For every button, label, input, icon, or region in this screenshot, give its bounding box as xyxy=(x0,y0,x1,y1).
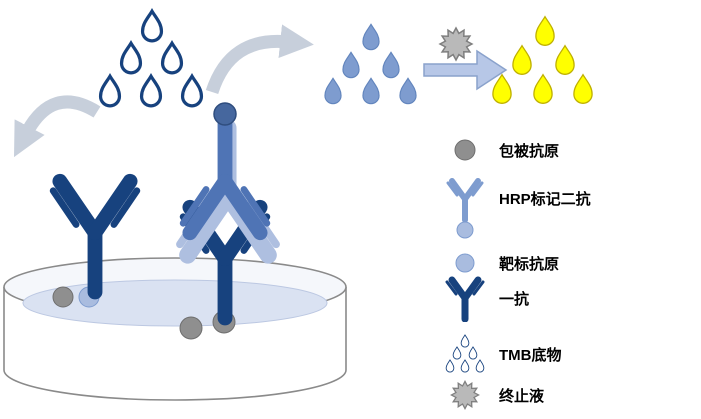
stopped-product-droplets xyxy=(492,16,593,104)
hrp-secondary-antibody xyxy=(180,102,276,255)
secondary-antibody xyxy=(183,122,267,233)
stop-solution-starburst-icon xyxy=(439,27,473,61)
stop-step-block-arrow xyxy=(423,49,508,91)
tmb-droplet-cluster xyxy=(98,9,204,108)
reaction-curved-arrow xyxy=(205,24,314,95)
coated-antigen-ball xyxy=(52,286,74,308)
hrp-enzyme-ball xyxy=(213,102,237,126)
assay-plate xyxy=(3,257,347,401)
developed-substrate-droplets xyxy=(324,23,417,105)
wash-curved-arrow xyxy=(13,95,101,158)
